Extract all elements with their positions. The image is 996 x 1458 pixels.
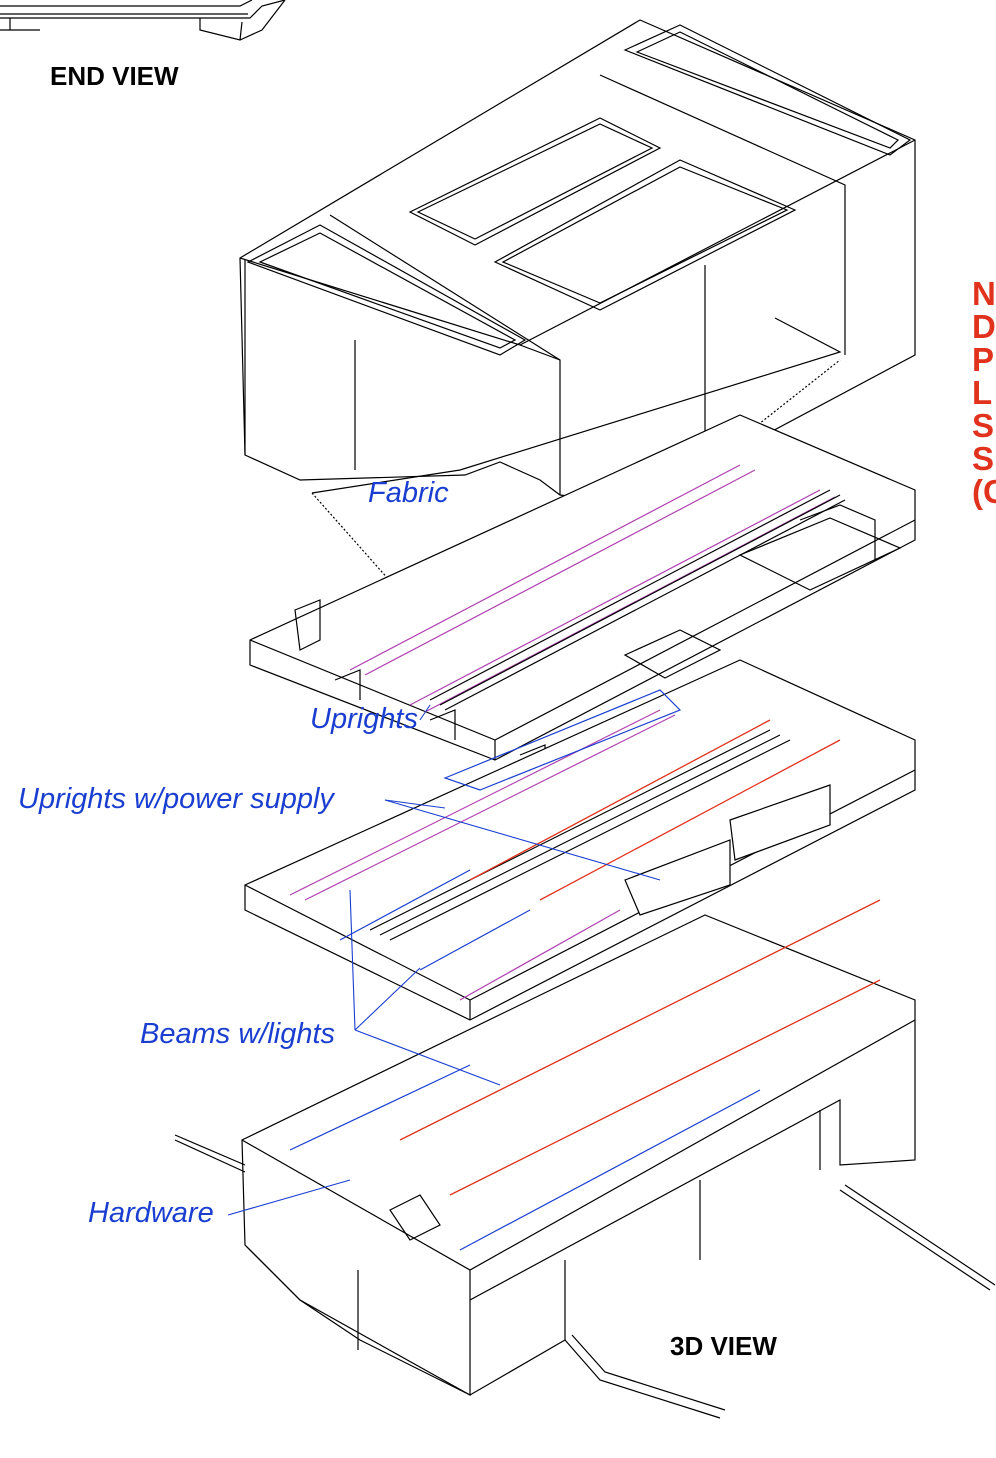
hardware-label: Hardware	[88, 1197, 214, 1229]
uprights-layer	[249, 414, 916, 770]
uprights-label: Uprights	[310, 703, 418, 735]
side-note-line-7: (C	[972, 473, 996, 510]
beams-lights-label: Beams w/lights	[140, 1018, 335, 1050]
side-note-line-3: P	[972, 341, 994, 378]
side-note-line-6: S	[972, 440, 994, 477]
leader-lines	[227, 704, 661, 1216]
base-layer	[174, 899, 996, 1419]
end-view-drawing	[0, 0, 286, 41]
side-note-line-1: N	[972, 275, 996, 312]
uprights-power-label: Uprights w/power supply	[18, 783, 335, 815]
canopy-top	[239, 19, 916, 501]
beams-layer	[244, 629, 916, 1021]
end-view-title: END VIEW	[50, 61, 179, 91]
side-note: N D P L S S (C	[972, 275, 996, 510]
side-note-line-4: L	[972, 374, 992, 411]
fabric-label: Fabric	[368, 477, 449, 509]
side-note-line-5: S	[972, 407, 994, 444]
side-note-line-2: D	[972, 308, 996, 345]
three-d-view-title: 3D VIEW	[670, 1331, 777, 1361]
